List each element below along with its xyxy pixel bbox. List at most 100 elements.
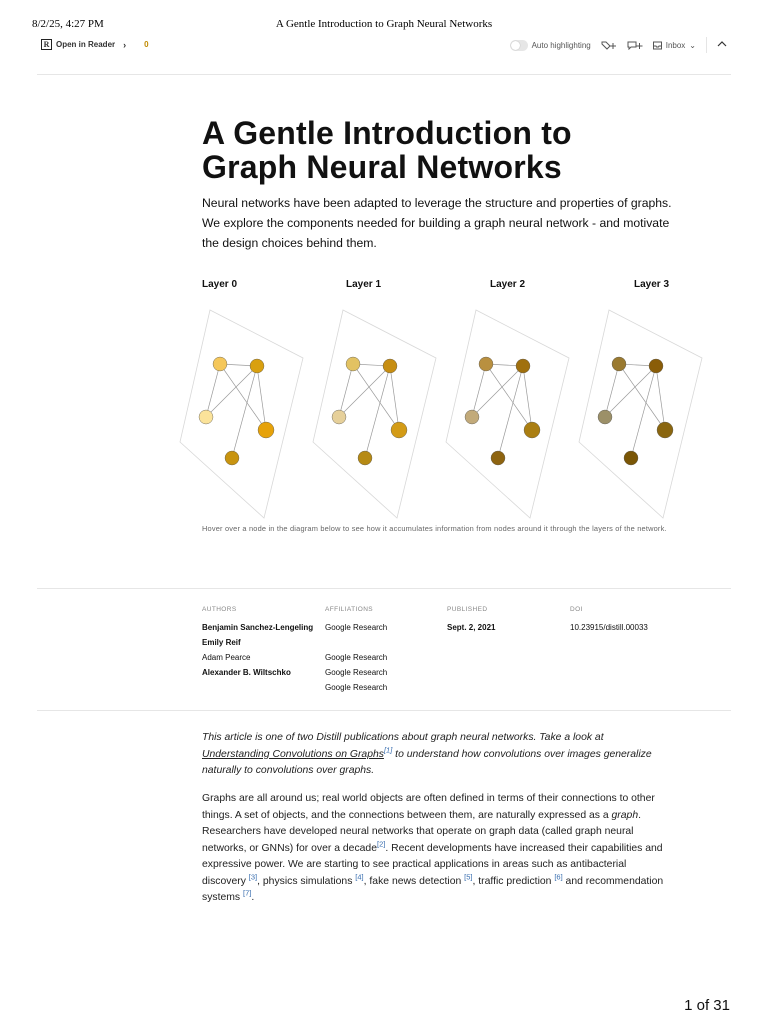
affiliation[interactable]: Google Research xyxy=(325,623,388,632)
layer-panel-2[interactable] xyxy=(445,309,570,519)
doi-column: DOI 10.23915/distill.00033 xyxy=(570,606,690,635)
graph-node[interactable] xyxy=(611,356,627,372)
graph-edge xyxy=(364,365,391,459)
body-text: and recommendation systems xyxy=(202,875,664,904)
add-note-button[interactable] xyxy=(627,40,643,50)
body-text: , traffic prediction xyxy=(472,875,555,887)
header-divider xyxy=(37,74,731,75)
layer-label-2: Layer 2 xyxy=(490,279,526,290)
graph-node[interactable] xyxy=(224,450,240,466)
graph-edge xyxy=(522,365,533,431)
author-name[interactable]: Benjamin Sanchez-Lengeling xyxy=(202,623,314,632)
affiliation[interactable]: Google Research xyxy=(325,653,388,662)
collapse-toolbar-button[interactable] xyxy=(717,40,727,50)
graph-node[interactable] xyxy=(331,409,347,425)
author-name[interactable]: Emily Reif xyxy=(202,638,241,647)
article-title: A Gentle Introduction to Graph Neural Ne… xyxy=(202,116,672,184)
gnn-layers-diagram[interactable] xyxy=(170,300,730,522)
published-date: Sept. 2, 2021 xyxy=(447,623,496,632)
article-title-line-1: A Gentle Introduction to xyxy=(202,115,572,151)
graph-node[interactable] xyxy=(656,421,674,439)
intro-note: This article is one of two Distill publi… xyxy=(202,730,672,780)
body-text: , fake news detection xyxy=(363,875,465,887)
add-tag-button[interactable] xyxy=(601,40,617,50)
affiliations-heading: AFFILIATIONS xyxy=(325,606,374,613)
graph-node[interactable] xyxy=(357,450,373,466)
graph-node[interactable] xyxy=(249,358,265,374)
citation-link[interactable]: [5] xyxy=(464,872,473,882)
graph-edge xyxy=(338,363,354,418)
graph-node[interactable] xyxy=(345,356,361,372)
graph-edge xyxy=(205,363,221,418)
graph-node[interactable] xyxy=(490,450,506,466)
layer-panel-1[interactable] xyxy=(312,309,437,519)
affiliation[interactable]: Google Research xyxy=(325,683,388,692)
graph-node[interactable] xyxy=(523,421,541,439)
page-number: 1 of 31 xyxy=(684,997,730,1014)
article-title-line-2: Graph Neural Networks xyxy=(202,149,562,185)
tag-plus-icon xyxy=(601,41,616,50)
graph-node[interactable] xyxy=(382,358,398,374)
affiliation[interactable]: Google Research xyxy=(325,668,388,677)
citation-link[interactable]: [7] xyxy=(243,888,252,898)
graph-node[interactable] xyxy=(257,421,275,439)
intro-text: This article is one of two Distill publi… xyxy=(202,732,604,743)
graph-edge xyxy=(352,363,400,431)
inbox-label: Inbox xyxy=(665,40,686,50)
article-lede: Neural networks have been adapted to lev… xyxy=(202,196,672,250)
graph-edge xyxy=(630,365,657,459)
graph-node[interactable] xyxy=(515,358,531,374)
graph-edge xyxy=(604,363,620,418)
graph-node[interactable] xyxy=(648,358,664,374)
print-title: A Gentle Introduction to Graph Neural Ne… xyxy=(275,18,493,30)
doi-heading: DOI xyxy=(570,606,583,613)
graph-node[interactable] xyxy=(212,356,228,372)
comment-plus-icon xyxy=(627,41,643,50)
graph-edge xyxy=(256,365,267,431)
reader-logo-icon: R xyxy=(41,39,52,50)
author-name[interactable]: Alexander B. Wiltschko xyxy=(202,668,291,677)
print-header: 8/2/25, 4:27 PM A Gentle Introduction to… xyxy=(0,16,768,32)
byline-top-divider xyxy=(37,588,731,589)
citation-link[interactable]: [2] xyxy=(376,839,386,849)
graph-node[interactable] xyxy=(464,409,480,425)
author-name[interactable]: Adam Pearce xyxy=(202,653,251,662)
layer-panel-3[interactable] xyxy=(578,309,703,519)
citation-link[interactable]: [1] xyxy=(383,745,393,755)
graph-node[interactable] xyxy=(390,421,408,439)
graph-node[interactable] xyxy=(623,450,639,466)
chevron-right-icon: › xyxy=(123,39,127,50)
layer-label-0: Layer 0 xyxy=(202,279,238,290)
graph-edge xyxy=(471,363,487,418)
published-column: PUBLISHED Sept. 2, 2021 xyxy=(447,606,565,635)
graph-edge xyxy=(389,365,400,431)
print-date: 8/2/25, 4:27 PM xyxy=(32,18,104,30)
authors-column: AUTHORS Benjamin Sanchez-Lengeling Emily… xyxy=(202,606,320,680)
layer-plane xyxy=(445,309,570,519)
graph-node[interactable] xyxy=(198,409,214,425)
citation-link[interactable]: [3] xyxy=(248,872,258,882)
graph-node[interactable] xyxy=(597,409,613,425)
auto-highlighting-label: Auto highlighting xyxy=(531,40,591,50)
graph-edge xyxy=(205,365,258,418)
citation-link[interactable]: [4] xyxy=(355,872,364,882)
body-text: Graphs are all around us; real world obj… xyxy=(202,793,655,821)
affiliations-column: AFFILIATIONS Google Research Google Rese… xyxy=(325,606,443,695)
layer-label-1: Layer 1 xyxy=(346,279,382,290)
graph-edge xyxy=(618,363,666,431)
citation-link[interactable]: [6] xyxy=(554,872,563,882)
inbox-dropdown[interactable]: Inbox ⌄ xyxy=(652,40,696,50)
graph-node[interactable] xyxy=(478,356,494,372)
layer-label-3: Layer 3 xyxy=(634,279,670,290)
open-in-reader-button[interactable]: R Open in Reader › 0 xyxy=(41,39,149,50)
body-text: . xyxy=(251,892,255,903)
layer-plane xyxy=(578,309,703,519)
understanding-convolutions-link[interactable]: Understanding Convolutions on Graphs xyxy=(202,748,384,760)
toolbar-divider xyxy=(706,37,707,53)
intro-text: to understand how convolutions over imag… xyxy=(202,748,652,777)
layer-panel-0[interactable] xyxy=(179,309,304,519)
body-emphasis: graph xyxy=(611,809,639,821)
auto-highlighting-toggle[interactable]: Auto highlighting xyxy=(509,39,591,51)
doi-link[interactable]: 10.23915/distill.00033 xyxy=(570,623,648,632)
graph-edge xyxy=(231,365,258,459)
